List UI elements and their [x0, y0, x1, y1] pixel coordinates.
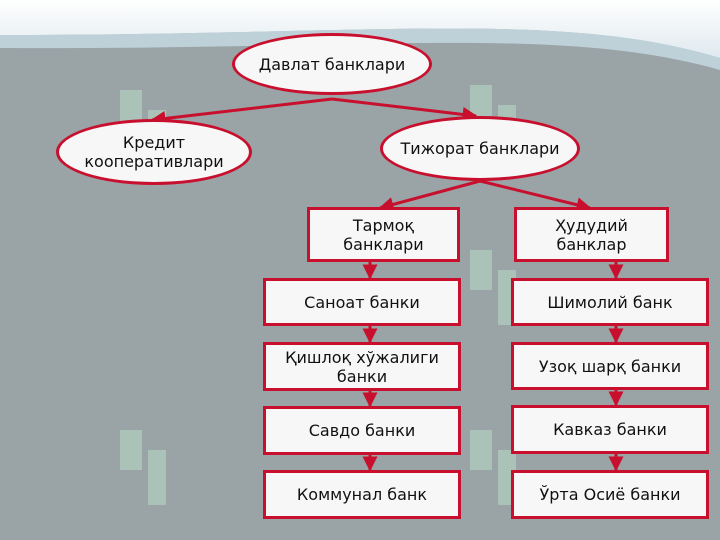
node-industry-bank: Саноат банки [263, 278, 461, 326]
node-central-asia-bank-label: Ўрта Осиё банки [539, 485, 681, 504]
node-northern-bank-label: Шимолий банк [547, 292, 673, 312]
node-sector-banks-label: Тармоқ банклари [343, 215, 424, 254]
node-state-banks: Давлат банклари [232, 33, 432, 95]
node-credit-cooperatives: Кредит кооперативлари [56, 119, 252, 185]
node-northern-bank: Шимолий банк [511, 278, 709, 326]
node-communal-bank-label: Коммунал банк [296, 485, 428, 504]
node-commercial-banks-label: Тижорат банклари [400, 139, 560, 158]
node-caucasus-bank: Кавказ банки [511, 405, 709, 454]
node-regional-banks: Ҳудудий банклар [514, 207, 669, 262]
node-trade-bank-label: Савдо банки [308, 421, 416, 440]
node-central-asia-bank: Ўрта Осиё банки [511, 470, 709, 519]
node-commercial-banks: Тижорат банклари [380, 116, 580, 181]
node-communal-bank: Коммунал банк [263, 470, 461, 519]
node-far-east-bank: Узоқ шарқ банки [511, 342, 709, 390]
node-trade-bank: Савдо банки [263, 406, 461, 455]
arrow-state-to-commercial [331, 97, 478, 122]
arrow-commercial-to-sector [378, 179, 481, 212]
node-far-east-bank-label: Узоқ шарқ банки [538, 356, 682, 376]
node-sector-banks: Тармоқ банклари [307, 207, 460, 262]
node-state-banks-label: Давлат банклари [258, 54, 406, 74]
node-regional-banks-label: Ҳудудий банклар [555, 215, 628, 254]
arrow-commercial-to-regional [479, 179, 592, 213]
node-caucasus-bank-label: Кавказ банки [553, 420, 667, 439]
node-industry-bank-label: Саноат банки [304, 292, 420, 312]
node-agriculture-bank: Қишлоқ хўжалиги банки [263, 342, 461, 391]
node-credit-cooperatives-label: Кредит кооперативлари [84, 133, 224, 171]
arrow-state-to-credit [150, 97, 333, 126]
node-agriculture-bank-label: Қишлоқ хўжалиги банки [285, 347, 439, 386]
